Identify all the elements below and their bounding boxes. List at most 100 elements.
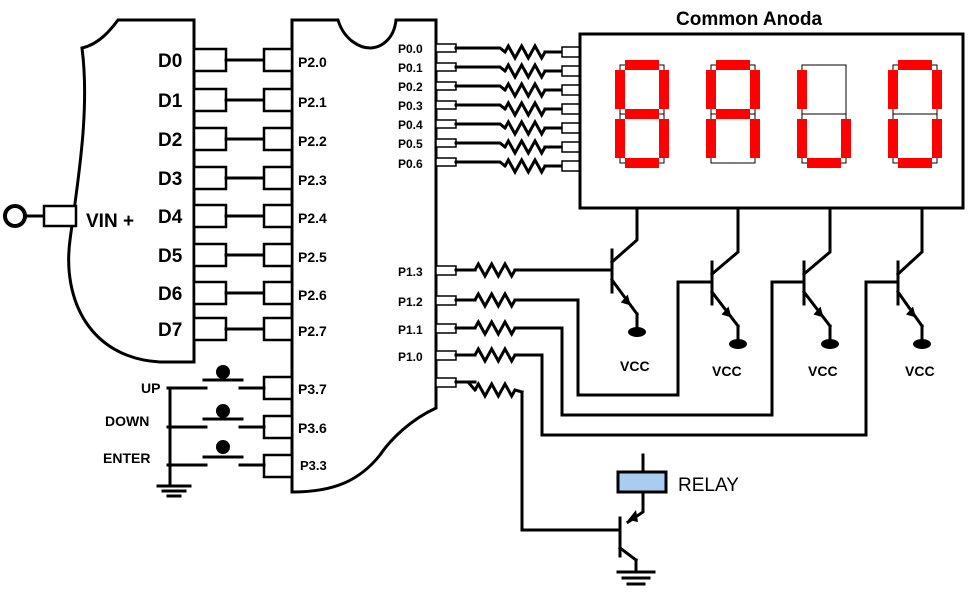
- label-p0-2: P0.2: [398, 80, 423, 94]
- digit-transistors: [609, 206, 931, 349]
- segment-line-d: [454, 99, 564, 119]
- segment-e: [797, 119, 807, 158]
- label-p1-2: P1.2: [398, 295, 423, 309]
- digit-1: [615, 60, 669, 168]
- segment-b: [659, 70, 669, 109]
- segment-resistor-lines: [454, 42, 564, 176]
- adc-pin-d1: [192, 87, 228, 113]
- vin-terminal: [3, 204, 27, 228]
- segment-a: [716, 60, 750, 70]
- label-p2-5: P2.5: [298, 249, 327, 265]
- vcc-terminal: [821, 339, 839, 349]
- relay-label: RELAY: [678, 475, 739, 496]
- driver-line-3: [454, 280, 900, 437]
- label-d1: D1: [158, 91, 183, 112]
- mcu-port2-pins: [262, 47, 294, 342]
- relay-coil: [616, 470, 668, 494]
- transistor-3: [801, 206, 839, 349]
- segment-b: [750, 70, 760, 109]
- segment-line-a: [454, 42, 564, 62]
- label-p3-6: P3.6: [298, 420, 327, 436]
- mcu-port1-pins: [435, 265, 457, 388]
- segment-c: [841, 119, 851, 158]
- segment-e: [888, 119, 898, 158]
- pushbuttons: [156, 365, 266, 498]
- button-enter-label: ENTER: [103, 450, 150, 466]
- adc-data-pins: [192, 47, 228, 342]
- digit-3: [797, 64, 851, 168]
- segment-f: [615, 70, 625, 109]
- label-p0-6: P0.6: [398, 157, 423, 171]
- display-segment-pins: [561, 46, 583, 172]
- label-p2-0: P2.0: [298, 54, 327, 70]
- label-p0-3: P0.3: [398, 99, 423, 113]
- vin-label: VIN +: [86, 211, 134, 232]
- mcu-port3-pins: [262, 375, 294, 479]
- label-p0-4: P0.4: [398, 118, 423, 132]
- adc-pin-d6: [192, 280, 228, 306]
- segment-line-g: [454, 156, 564, 176]
- adc-pin-d3: [192, 165, 228, 191]
- segment-e: [615, 119, 625, 158]
- segment-line-e: [454, 118, 564, 138]
- segment-f: [706, 70, 716, 109]
- segment-d: [625, 158, 659, 168]
- label-d4: D4: [158, 207, 183, 228]
- segment-c: [932, 119, 942, 158]
- label-p0-5: P0.5: [398, 137, 423, 151]
- label-d5: D5: [158, 246, 183, 267]
- vcc-terminal: [913, 339, 931, 349]
- label-p1-1: P1.1: [398, 323, 423, 337]
- adc-pin-d2: [192, 126, 228, 152]
- mcu-port0-pins: [435, 43, 457, 167]
- label-p2-2: P2.2: [298, 133, 327, 149]
- segment-c: [750, 119, 760, 158]
- relay-driver: [520, 390, 668, 586]
- segment-f: [797, 70, 807, 109]
- digit-driver-lines: [454, 260, 900, 437]
- label-d6: D6: [158, 284, 182, 305]
- label-p2-7: P2.7: [298, 323, 327, 339]
- label-d3: D3: [158, 169, 182, 190]
- adc-pin-d5: [192, 242, 228, 268]
- label-p2-6: P2.6: [298, 287, 327, 303]
- label-p2-4: P2.4: [298, 210, 327, 226]
- button-up-label: UP: [141, 380, 160, 396]
- segment-d: [898, 158, 932, 168]
- adc-pin-d4: [192, 203, 228, 229]
- mcu-chip-outline: [290, 18, 438, 494]
- digit-2: [706, 60, 760, 164]
- segment-line-c: [454, 80, 564, 100]
- segment-b: [932, 70, 942, 109]
- segment-a: [625, 60, 659, 70]
- segment-a: [898, 60, 932, 70]
- label-p2-1: P2.1: [298, 94, 327, 110]
- vcc-terminal: [628, 327, 646, 337]
- segment-d: [807, 158, 841, 168]
- segment-line-b: [454, 61, 564, 81]
- vcc-label-1: VCC: [620, 358, 650, 374]
- segment-g: [716, 109, 750, 119]
- driver-line-2: [454, 280, 806, 417]
- driver-line-1: [454, 280, 714, 397]
- button-down-label: DOWN: [105, 413, 149, 429]
- segment-e: [706, 119, 716, 158]
- driver-line-0: [454, 260, 614, 280]
- vin-pin: [42, 204, 78, 228]
- vcc-label-2: VCC: [712, 363, 742, 379]
- vcc-label-3: VCC: [808, 363, 838, 379]
- label-p0-0: P0.0: [398, 42, 423, 56]
- label-d7: D7: [158, 320, 182, 341]
- data-bus-wires: [224, 58, 266, 331]
- segment-c: [659, 119, 669, 158]
- adc-pin-d0: [192, 47, 228, 73]
- seven-segment-digits: [615, 60, 942, 168]
- label-p3-7: P3.7: [298, 381, 327, 397]
- label-p2-3: P2.3: [298, 172, 327, 188]
- label-p1-0: P1.0: [398, 350, 423, 364]
- segment-g: [625, 109, 659, 119]
- display-title: Common Anoda: [676, 9, 822, 30]
- label-p1-3: P1.3: [398, 265, 423, 279]
- vcc-label-4: VCC: [905, 363, 935, 379]
